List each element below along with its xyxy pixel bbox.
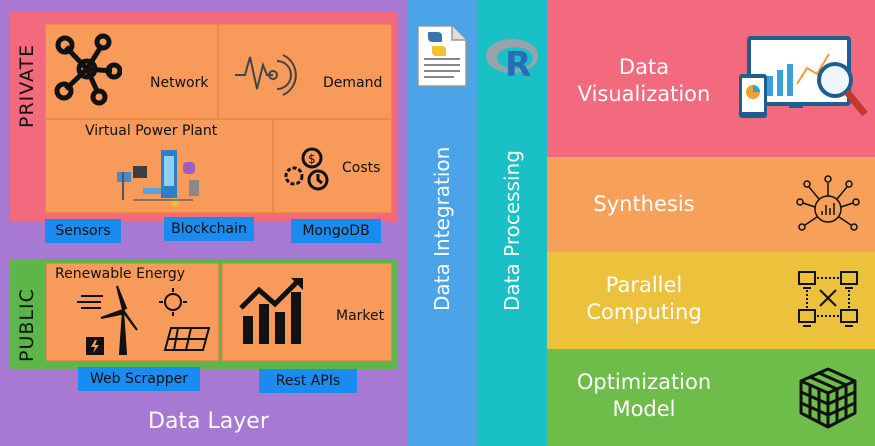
data-processing-label: Data Processing: [500, 150, 524, 311]
optimization-line-2: Model: [612, 397, 676, 421]
visualization-label: Data Visualization: [569, 54, 719, 108]
web-scrapper-tag: Web Scrapper: [78, 367, 200, 391]
costs-label: Costs: [342, 160, 381, 176]
optimization-line-1: Optimization: [576, 370, 712, 394]
network-icon: [54, 33, 122, 106]
data-processing-column: R Data Processing: [477, 0, 547, 446]
sensors-tag: Sensors: [45, 219, 121, 243]
costs-box: $ Costs: [273, 119, 392, 213]
dashboard-magnifier-icon: [739, 36, 868, 118]
public-section: PUBLIC Renewable Energy: [10, 259, 397, 369]
visualization-line-2: Visualization: [577, 82, 711, 106]
power-plant-icon: [117, 150, 199, 206]
renewable-label: Renewable Energy: [55, 266, 186, 282]
network-box: Network: [45, 24, 218, 119]
data-integration-label: Data Integration: [430, 146, 454, 311]
python-document-icon: [417, 25, 467, 87]
optimization-label: Optimization Model: [569, 369, 719, 423]
blockchain-tag: Blockchain: [164, 217, 254, 241]
parallel-line-1: Parallel: [605, 273, 683, 297]
vpp-label: Virtual Power Plant: [85, 123, 218, 139]
demand-wave-icon: [235, 54, 297, 96]
rest-apis-tag: Rest APIs: [259, 369, 357, 393]
synthesis-label: Synthesis: [593, 192, 695, 216]
mongodb-tag: MongoDB: [291, 219, 381, 243]
visualization-panel: Data Visualization: [547, 0, 875, 157]
parallel-computers-icon: [798, 271, 858, 327]
market-chart-icon: [239, 278, 303, 344]
r-logo-icon: R: [486, 39, 538, 82]
synthesis-panel: Synthesis: [547, 157, 875, 252]
svg-text:$: $: [308, 152, 316, 166]
svg-text:R: R: [505, 45, 531, 82]
demand-box: Demand: [218, 24, 392, 119]
parallel-line-2: Computing: [586, 300, 702, 324]
data-integration-column: Data Integration: [407, 0, 477, 446]
renewable-box: Renewable Energy: [46, 263, 219, 361]
optimization-panel: Optimization Model: [547, 349, 875, 446]
public-label: PUBLIC: [16, 288, 38, 362]
vpp-box: Virtual Power Plant: [45, 119, 273, 213]
private-label: PRIVATE: [16, 43, 38, 128]
data-layer-panel: PRIVATE Network Dem: [0, 0, 407, 446]
visualization-line-1: Data: [618, 55, 670, 79]
network-label: Network: [150, 75, 209, 91]
synthesis-network-icon: [796, 175, 860, 231]
costs-gears-icon: $: [284, 147, 329, 191]
private-section: PRIVATE Network Dem: [10, 12, 397, 221]
wind-solar-icon: [77, 285, 211, 355]
parallel-computing-panel: Parallel Computing: [547, 252, 875, 349]
market-label: Market: [336, 308, 385, 324]
optimization-cube-icon: [799, 367, 857, 429]
data-layer-title: Data Layer: [148, 409, 269, 434]
demand-label: Demand: [323, 75, 383, 91]
market-box: Market: [222, 263, 392, 361]
parallel-computing-label: Parallel Computing: [569, 272, 719, 326]
